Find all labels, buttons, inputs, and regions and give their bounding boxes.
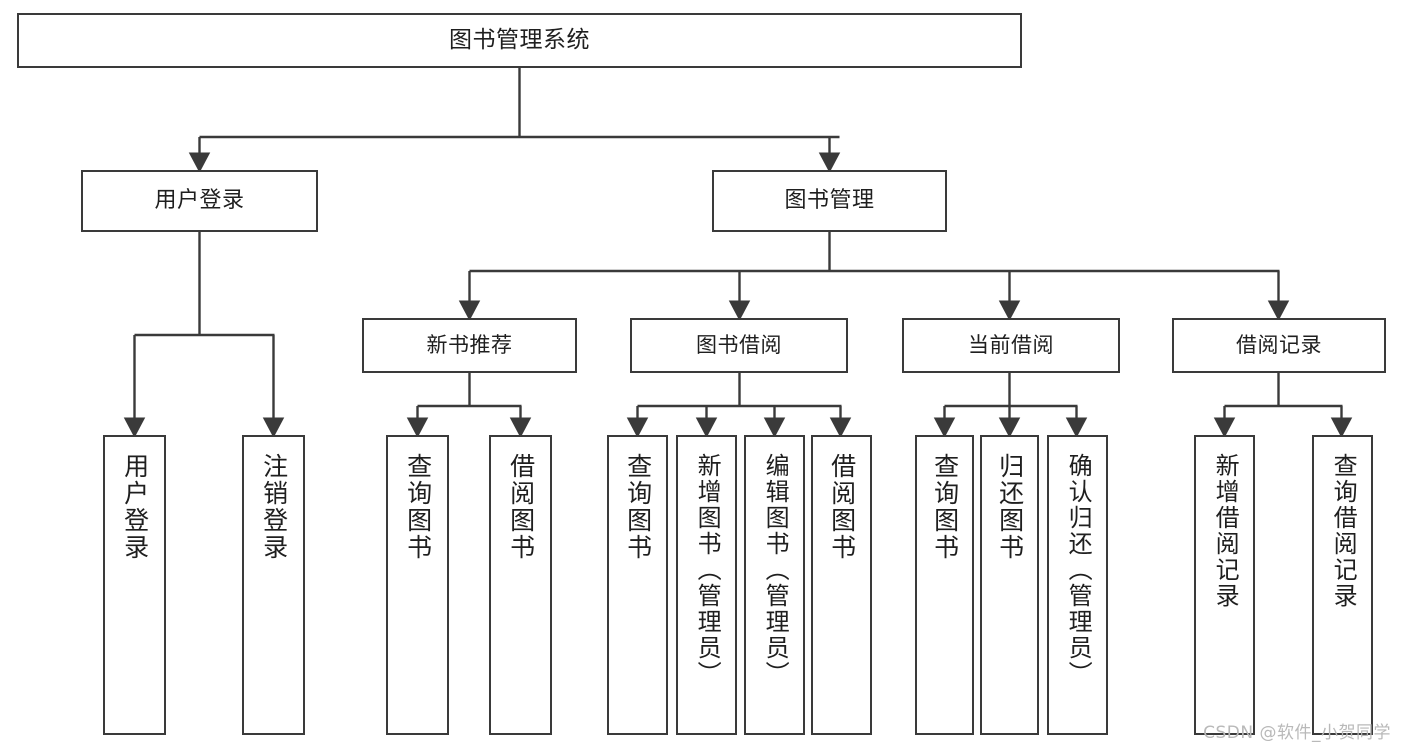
leaf-new-book-borrow[interactable]: 借阅图书	[489, 435, 552, 735]
node-label: 新书推荐	[426, 333, 513, 358]
node-book-management[interactable]: 图书管理	[712, 170, 947, 232]
node-label: 图书管理	[784, 188, 875, 214]
leaf-borrow-add-book-admin[interactable]: 新增图书（管理员）	[676, 435, 737, 735]
node-label: 新增借阅记录	[1211, 453, 1240, 609]
node-label: 借阅记录	[1236, 333, 1322, 358]
leaf-borrow-query-book[interactable]: 查询图书	[607, 435, 668, 735]
node-label: 借阅图书	[506, 453, 536, 561]
leaf-borrow-edit-book-admin[interactable]: 编辑图书（管理员）	[744, 435, 805, 735]
leaf-new-book-query[interactable]: 查询图书	[386, 435, 449, 735]
node-label: 查询图书	[623, 453, 653, 561]
leaf-records-query-record[interactable]: 查询借阅记录	[1312, 435, 1373, 735]
node-label: 借阅图书	[827, 453, 857, 561]
node-root-system[interactable]: 图书管理系统	[17, 13, 1022, 68]
node-label: 图书管理系统	[449, 27, 590, 54]
node-label: 当前借阅	[968, 333, 1054, 358]
node-label: 图书借阅	[696, 333, 782, 358]
leaf-current-confirm-return-admin[interactable]: 确认归还（管理员）	[1047, 435, 1108, 735]
node-book-borrow[interactable]: 图书借阅	[630, 318, 848, 373]
node-label: 用户登录	[154, 188, 245, 214]
node-label: 用户登录	[120, 453, 150, 561]
node-label: 确认归还（管理员）	[1064, 453, 1093, 687]
leaf-user-login-signout[interactable]: 注销登录	[242, 435, 305, 735]
node-label: 查询图书	[403, 453, 433, 561]
leaf-current-return-book[interactable]: 归还图书	[980, 435, 1039, 735]
node-label: 归还图书	[995, 453, 1025, 561]
node-current-borrow[interactable]: 当前借阅	[902, 318, 1120, 373]
node-user-login[interactable]: 用户登录	[81, 170, 318, 232]
node-new-book-recommend[interactable]: 新书推荐	[362, 318, 577, 373]
node-label: 新增图书（管理员）	[693, 453, 722, 687]
leaf-user-login-signin[interactable]: 用户登录	[103, 435, 166, 735]
node-borrow-records[interactable]: 借阅记录	[1172, 318, 1386, 373]
node-label: 编辑图书（管理员）	[761, 453, 790, 687]
leaf-borrow-borrow-book[interactable]: 借阅图书	[811, 435, 872, 735]
node-label: 查询借阅记录	[1329, 453, 1358, 609]
node-label: 查询图书	[930, 453, 960, 561]
node-label: 注销登录	[259, 453, 289, 561]
leaf-current-query-book[interactable]: 查询图书	[915, 435, 974, 735]
leaf-records-add-record[interactable]: 新增借阅记录	[1194, 435, 1255, 735]
